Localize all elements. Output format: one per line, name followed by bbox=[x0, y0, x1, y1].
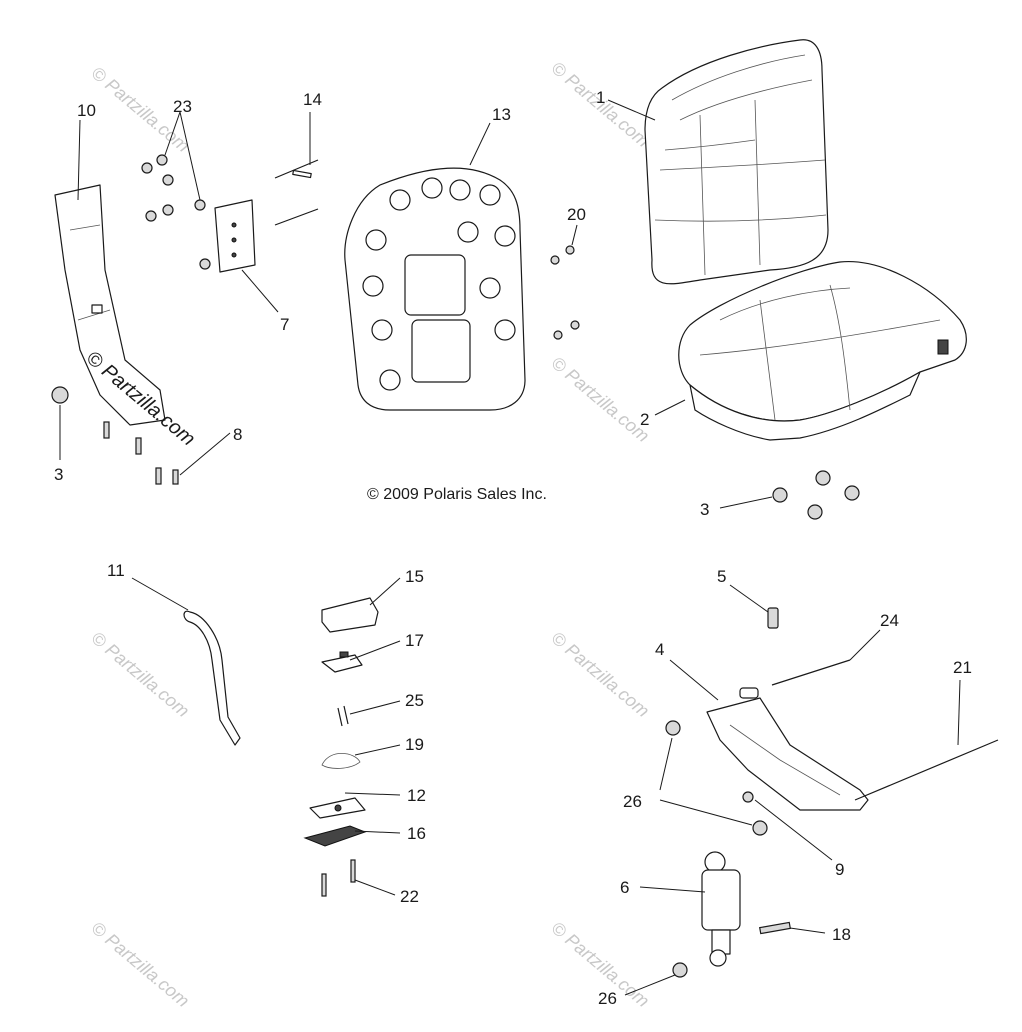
callout-3-right: 3 bbox=[700, 500, 709, 519]
callout-18: 18 bbox=[832, 925, 851, 944]
leader-lines bbox=[59, 99, 961, 996]
bolt-5 bbox=[767, 607, 779, 629]
callout-5: 5 bbox=[717, 567, 726, 586]
callout-7: 7 bbox=[280, 315, 289, 334]
callout-24: 24 bbox=[880, 611, 899, 630]
callout-2: 2 bbox=[640, 410, 649, 429]
hardware-lower bbox=[665, 720, 791, 978]
callout-9: 9 bbox=[835, 860, 844, 879]
seat-bottom bbox=[678, 261, 967, 441]
callout-3-left: 3 bbox=[54, 465, 63, 484]
seat-pan bbox=[344, 167, 526, 411]
callout-1: 1 bbox=[596, 88, 605, 107]
callout-26-upper: 26 bbox=[623, 792, 642, 811]
callout-13: 13 bbox=[492, 105, 511, 124]
mount-bracket bbox=[54, 184, 166, 426]
suspension-frame bbox=[706, 687, 869, 811]
callout-6: 6 bbox=[620, 878, 629, 897]
callout-17: 17 bbox=[405, 631, 424, 650]
callout-10: 10 bbox=[77, 101, 96, 120]
callout-4: 4 bbox=[655, 640, 664, 659]
callout-26-lower: 26 bbox=[598, 989, 617, 1008]
shock-absorber bbox=[701, 851, 741, 967]
callout-15: 15 bbox=[405, 567, 424, 586]
watermark-4: © Partzilla.com bbox=[87, 628, 193, 721]
callout-19: 19 bbox=[405, 735, 424, 754]
callout-12: 12 bbox=[407, 786, 426, 805]
callout-21: 21 bbox=[953, 658, 972, 677]
watermark-5: © Partzilla.com bbox=[547, 628, 653, 721]
seat-back bbox=[644, 39, 829, 285]
copyright-notice: © 2009 Polaris Sales Inc. bbox=[367, 486, 547, 503]
callouts: 1 2 3 3 4 5 6 7 8 9 10 11 12 13 14 15 16… bbox=[54, 88, 972, 1008]
callout-8: 8 bbox=[233, 425, 242, 444]
callout-20: 20 bbox=[567, 205, 586, 224]
watermark-6: © Partzilla.com bbox=[87, 918, 193, 1011]
callout-23: 23 bbox=[173, 97, 192, 116]
callout-16: 16 bbox=[407, 824, 426, 843]
callout-25: 25 bbox=[405, 691, 424, 710]
pins bbox=[771, 659, 999, 801]
strap bbox=[183, 610, 241, 746]
latch-parts bbox=[303, 597, 379, 897]
callout-11: 11 bbox=[107, 561, 125, 580]
mount-plate bbox=[214, 199, 256, 273]
watermark-bracket: © Partzilla.com bbox=[82, 347, 199, 450]
watermark-3: © Partzilla.com bbox=[547, 353, 653, 446]
callout-22: 22 bbox=[400, 887, 419, 906]
callout-14: 14 bbox=[303, 90, 322, 109]
fasteners bbox=[51, 154, 860, 520]
